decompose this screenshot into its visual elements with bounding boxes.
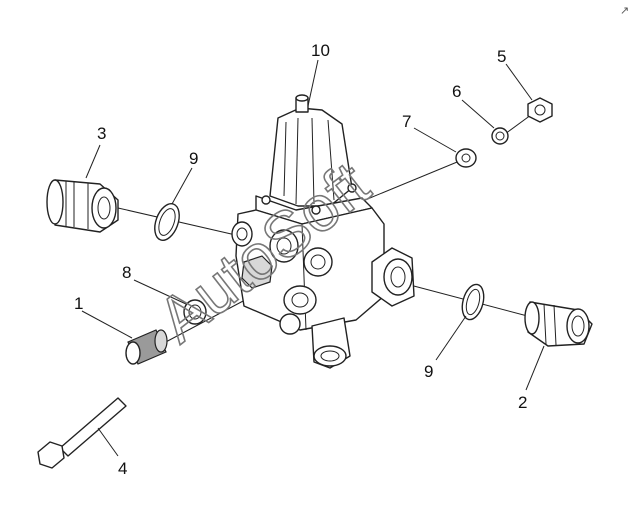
callout-8: 8	[122, 263, 131, 282]
part-6-washer	[491, 127, 509, 145]
callout-leaders	[81, 59, 545, 457]
part-8-seal-ring	[183, 299, 207, 325]
callout-4: 4	[118, 459, 127, 478]
part-9-o-ring-right	[461, 283, 485, 321]
part-7-washer	[455, 148, 477, 168]
callout-6: 6	[452, 82, 461, 101]
callout-9-right: 9	[424, 362, 433, 381]
part-1-fitting	[125, 329, 168, 365]
part-3-coupling	[46, 179, 119, 233]
callout-5: 5	[497, 47, 506, 66]
callout-9-left: 9	[189, 149, 198, 168]
callout-1: 1	[74, 294, 83, 313]
part-2-coupling	[524, 301, 593, 347]
part-4-bolt	[37, 397, 127, 469]
callout-7: 7	[402, 112, 411, 131]
part-10-valve-body	[231, 94, 415, 369]
callout-labels: 1 2 3 4 5 6 7 8 9 9 10	[74, 41, 527, 478]
callout-2: 2	[518, 393, 527, 412]
part-5-hex-nut	[527, 97, 553, 123]
part-9-o-ring-left	[154, 203, 180, 241]
callout-10: 10	[311, 41, 330, 60]
callout-3: 3	[97, 124, 106, 143]
corner-mark: ↗	[620, 5, 629, 17]
